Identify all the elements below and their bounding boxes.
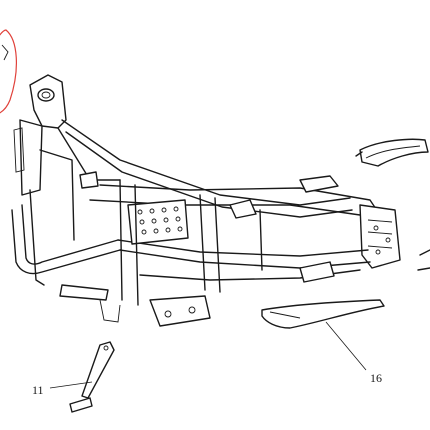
- callout-11: 11: [32, 383, 44, 397]
- part-11-kickstand: [69, 341, 115, 413]
- leader-line-11: [49, 381, 93, 389]
- leader-line-16: [325, 321, 367, 371]
- right-edge-part: [417, 249, 430, 271]
- main-frame: [11, 74, 401, 327]
- plate-holes: [137, 206, 183, 235]
- callout-16: 16: [370, 371, 382, 385]
- rear-grab-handle: [355, 138, 429, 167]
- highlight-circle: [0, 29, 17, 114]
- part-16-plate: [261, 299, 385, 329]
